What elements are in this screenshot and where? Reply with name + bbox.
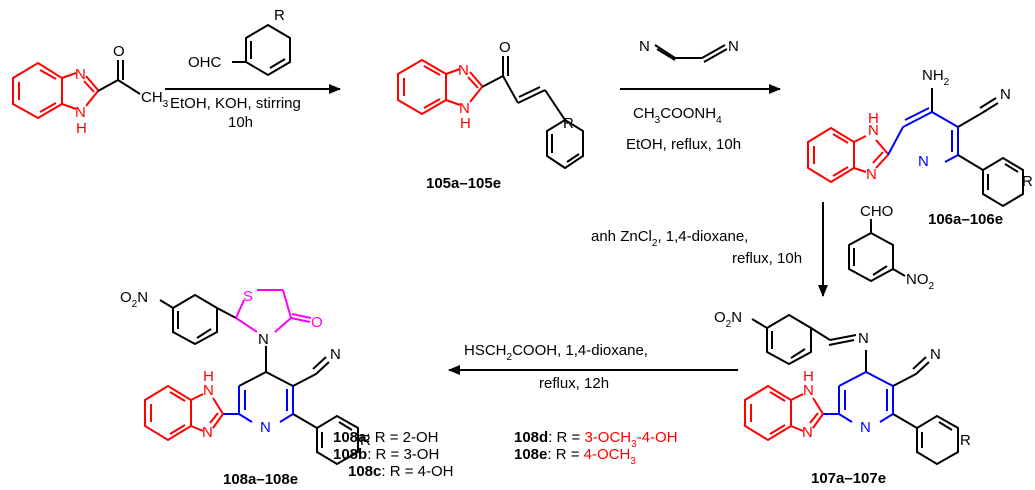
step3-conditions-line2: reflux, 10h	[732, 250, 802, 267]
start-material: N N H O CH3	[12, 43, 169, 137]
reagent-no2: NO2	[906, 271, 935, 292]
aldehyde-reagent: OHC	[188, 54, 222, 71]
nitro-group: O2N	[714, 309, 742, 330]
substituent-108e: 108e: R = 4-OCH3	[514, 446, 636, 467]
compound-107: O2N N	[714, 309, 971, 487]
carbonyl-o: O	[499, 39, 511, 56]
imine-n: N	[858, 330, 869, 347]
step4-conditions-line1: HSCH2COOH, 1,4-dioxane,	[464, 342, 648, 363]
step2-conditions-line1: CH3COONH4	[633, 105, 722, 126]
r-group-label: R	[1022, 173, 1033, 190]
compound-label-106: 106a–106e	[928, 211, 1003, 228]
pyridine-n: N	[260, 419, 271, 436]
compound-105: N N H O R 105a–105e	[397, 39, 584, 192]
step1-conditions-line1: EtOH, KOH, stirring	[170, 95, 301, 112]
nitrile-n: N	[330, 346, 341, 363]
step3: anh ZnCl2, 1,4-dioxane, reflux, 10h CHO …	[591, 202, 935, 297]
thiazolidinone-o: O	[311, 314, 323, 331]
step4-conditions-line2: reflux, 12h	[539, 375, 609, 392]
atom-n: N	[866, 166, 877, 183]
nitrile-n: N	[930, 346, 941, 363]
thiazolidinone-s: S	[243, 288, 253, 305]
atom-n: N	[458, 62, 469, 79]
malononitrile-n2: N	[728, 38, 739, 55]
step3-conditions-line1: anh ZnCl2, 1,4-dioxane,	[591, 228, 748, 249]
substituent-108a: 108a: R = 2-OH	[333, 429, 438, 446]
atom-n: N	[202, 424, 213, 441]
malononitrile-n1: N	[639, 38, 650, 55]
substituent-108b: 108b: R = 3-OH	[333, 446, 439, 463]
substituent-108c: 108c: R = 4-OH	[348, 463, 453, 480]
amino-group: NH2	[922, 67, 950, 88]
thiazolidinone-n: N	[258, 331, 269, 348]
carbonyl-o: O	[113, 43, 125, 60]
step1: OHC R EtOH, KOH, stirring 10h	[165, 7, 341, 131]
atom-nh: N	[459, 100, 470, 117]
compound-label-107: 107a–107e	[811, 470, 886, 487]
compound-108: O2N S N O	[120, 288, 371, 488]
atom-n: N	[802, 424, 813, 441]
nitro-group: O2N	[120, 289, 148, 310]
atom-nh: N	[75, 104, 86, 121]
compound-label-105: 105a–105e	[426, 175, 501, 192]
r-group-label: R	[563, 115, 574, 132]
atom-nh: N	[868, 122, 879, 139]
pyridine-n: N	[918, 153, 929, 170]
step2: N N CH3COONH4 EtOH, reflux, 10h	[620, 38, 781, 153]
nitrile-n: N	[1000, 86, 1011, 103]
r-group-label: R	[274, 7, 285, 24]
atom-n: N	[75, 66, 86, 83]
atom-h: H	[76, 120, 87, 137]
reagent-cho: CHO	[860, 203, 893, 220]
atom-h: H	[203, 368, 214, 385]
pyridine-n: N	[860, 419, 871, 436]
atom-h: H	[803, 368, 814, 385]
atom-nh: N	[203, 382, 214, 399]
r-group-label: R	[360, 432, 371, 449]
atom-nh: N	[803, 382, 814, 399]
substituent-list: 108a: R = 2-OH 108b: R = 3-OH 108c: R = …	[333, 429, 678, 480]
substituent-108d: 108d: R = 3-OCH3-4-OH	[514, 429, 678, 450]
step1-conditions-line2: 10h	[228, 114, 253, 131]
atom-h: H	[868, 110, 879, 127]
step4: HSCH2COOH, 1,4-dioxane, reflux, 12h	[448, 342, 738, 392]
step2-conditions-line2: EtOH, reflux, 10h	[626, 136, 741, 153]
r-group-label: R	[960, 432, 971, 449]
compound-106: N N H N NH2 N R 106a–106e	[807, 67, 1033, 228]
methyl-group: CH3	[141, 89, 169, 110]
atom-h: H	[460, 115, 471, 132]
compound-label-108: 108a–108e	[223, 471, 298, 488]
